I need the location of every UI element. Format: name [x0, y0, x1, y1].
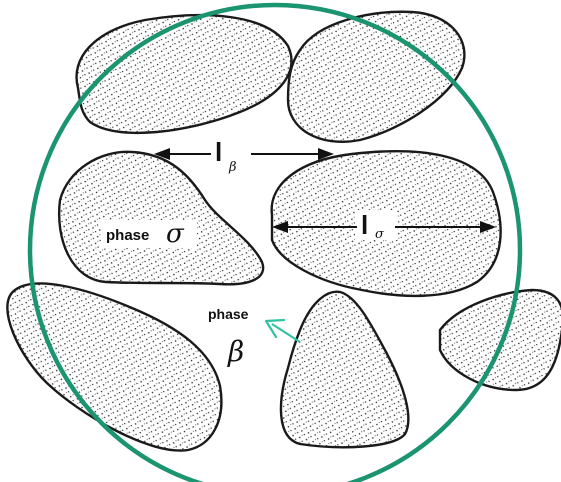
grain-top-right	[288, 12, 464, 142]
phase-sigma-word: phase	[106, 227, 149, 244]
grain-bottom-left	[7, 283, 221, 450]
grain-bottom-center	[281, 292, 408, 447]
phase-beta-word: phase	[208, 306, 249, 322]
phase-sigma-symbol: σ	[166, 219, 185, 249]
grain-top-left	[77, 15, 292, 133]
phase-beta-symbol: β	[227, 335, 244, 368]
l-sigma-label: l	[361, 210, 368, 240]
l-beta-dimension	[154, 148, 334, 160]
l-beta-label: l	[215, 137, 222, 167]
l-beta-subscript: β	[228, 160, 237, 175]
phase-beta-arrow	[266, 320, 300, 342]
l-sigma-subscript: σ	[375, 227, 385, 242]
